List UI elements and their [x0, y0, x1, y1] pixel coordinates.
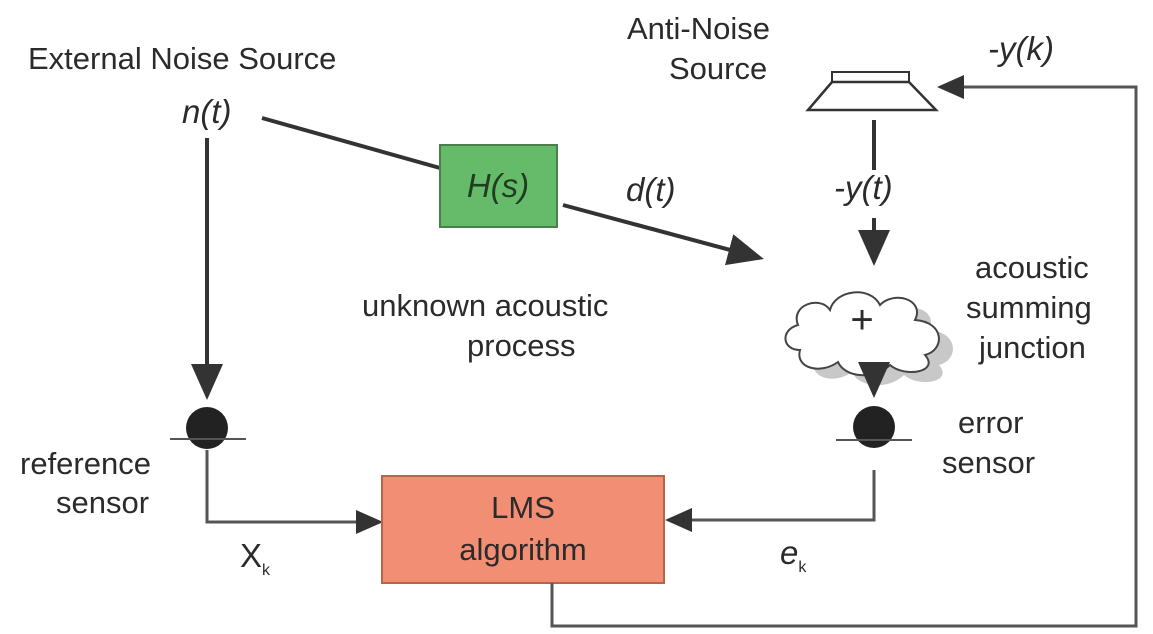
reference-sensor-label-line2: sensor	[56, 485, 149, 520]
reference-sensor-label-line1: reference	[20, 446, 151, 481]
acoustic-label-line3: junction	[978, 330, 1086, 365]
transfer-function-label: H(s)	[467, 167, 529, 204]
lms-label-line2: algorithm	[459, 532, 587, 567]
error-to-lms-arrow	[665, 470, 876, 532]
reference-to-lms-arrow	[205, 450, 383, 534]
error-sensor-label-line2: sensor	[942, 445, 1035, 480]
summing-junction-cloud-icon: +	[784, 291, 953, 386]
unknown-process-label-line2: process	[467, 328, 576, 363]
error-sensor-label-line1: error	[958, 405, 1023, 440]
lms-algorithm-box	[381, 475, 665, 584]
disturbance-arrow	[562, 203, 764, 266]
disturbance-label: d(t)	[626, 171, 676, 208]
noise-to-process-line	[261, 116, 441, 170]
control-output-label: -y(k)	[988, 30, 1054, 67]
external-noise-source-label: External Noise Source	[28, 41, 336, 76]
reference-sensor-icon	[186, 407, 228, 449]
error-sensor-icon	[853, 406, 895, 448]
summing-plus-sign: +	[850, 298, 873, 342]
noise-signal-label: n(t)	[182, 93, 232, 130]
reference-signal-label: Xk	[240, 537, 271, 579]
anti-noise-signal-label: -y(t)	[834, 169, 893, 206]
transfer-function-box	[439, 144, 558, 228]
lms-to-speaker-arrow	[550, 75, 1138, 628]
speaker-icon	[805, 71, 939, 112]
unknown-process-label-line1: unknown acoustic	[362, 288, 608, 323]
acoustic-label-line2: summing	[966, 290, 1092, 325]
error-signal-label: ek	[780, 534, 807, 576]
anti-noise-label-line1: Anti-Noise	[627, 11, 770, 46]
acoustic-label-line1: acoustic	[975, 250, 1089, 285]
anti-noise-label-line2: Source	[669, 51, 767, 86]
lms-label-line1: LMS	[491, 490, 555, 525]
